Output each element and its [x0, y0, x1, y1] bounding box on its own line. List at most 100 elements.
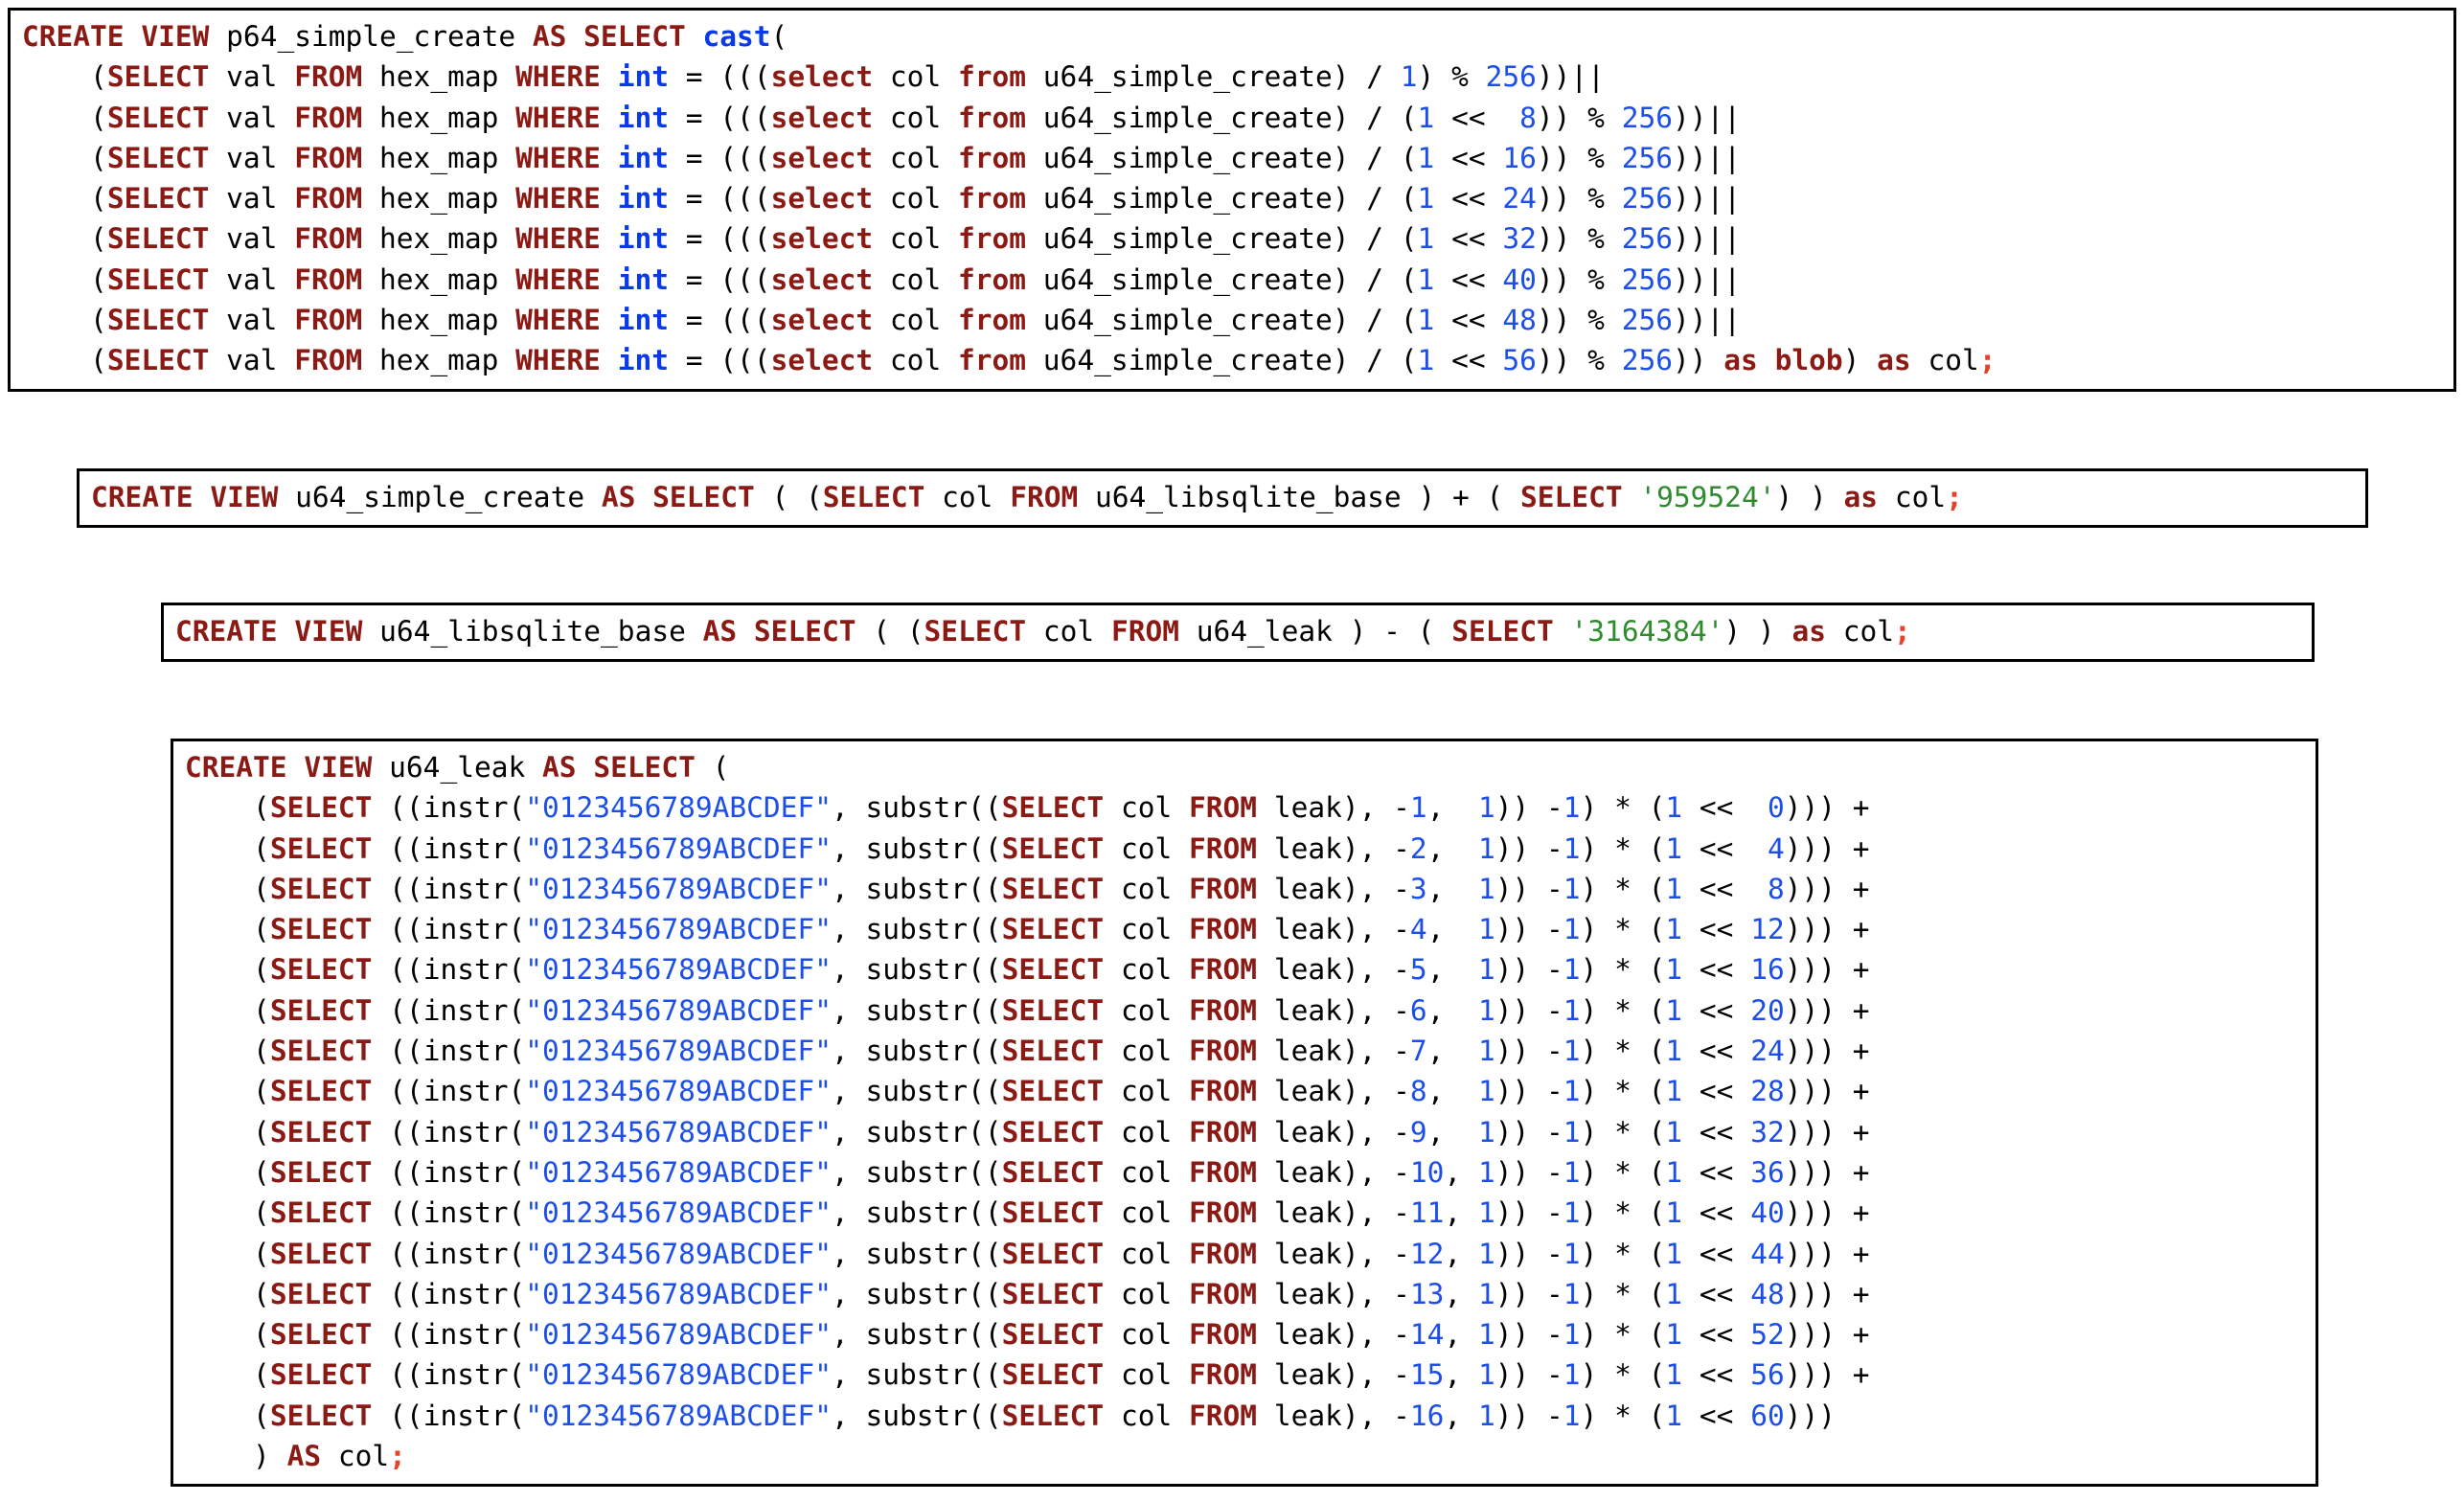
sql-punctuation: (	[508, 953, 526, 987]
sql-number: 1	[1665, 831, 1683, 865]
code-line: (SELECT val FROM hex_map WHERE int = (((…	[22, 340, 2444, 380]
sql-keyword: SELECT	[269, 831, 373, 865]
sql-string-literal: '3164384'	[1570, 615, 1724, 648]
sql-punctuation: ))) +	[1784, 791, 1870, 825]
sql-punctuation	[1104, 832, 1121, 865]
sql-punctuation: ) * (	[1580, 953, 1666, 987]
code-line: (SELECT ((instr("0123456789ABCDEF", subs…	[185, 1112, 2306, 1152]
sql-punctuation	[1257, 1196, 1274, 1229]
sql-identifier: substr	[865, 1075, 969, 1108]
sql-number: 9	[1409, 1115, 1427, 1149]
sql-punctuation: ) * (	[1580, 1318, 1666, 1352]
sql-identifier: val	[226, 141, 278, 174]
sql-punctuation: )) -	[1494, 1155, 1563, 1189]
sql-punctuation: (	[508, 872, 526, 905]
sql-punctuation: ,	[1426, 831, 1478, 865]
code-line: (SELECT ((instr("0123456789ABCDEF", subs…	[185, 1193, 2306, 1233]
sql-keyword: SELECT	[269, 993, 373, 1027]
sql-keyword: CREATE	[185, 751, 287, 784]
sql-punctuation: )) %	[1536, 101, 1622, 134]
sql-number: 1	[1665, 913, 1683, 946]
sql-double-quoted-string: "0123456789ABCDEF"	[525, 1358, 832, 1392]
sql-number: 1	[1417, 344, 1435, 377]
sql-number: 32	[1750, 1115, 1785, 1149]
sql-punctuation: (	[185, 1196, 270, 1230]
sql-punctuation	[1172, 1400, 1189, 1432]
sql-keyword: SELECT	[1001, 1399, 1105, 1432]
sql-keyword: FROM	[1189, 913, 1258, 946]
sql-punctuation	[1623, 481, 1640, 513]
sql-double-quoted-string: "0123456789ABCDEF"	[525, 1318, 832, 1352]
sql-keyword: SELECT	[269, 1155, 373, 1189]
sql-punctuation: = (((	[669, 60, 771, 94]
sql-number: 48	[1750, 1277, 1785, 1310]
code-line: CREATE VIEW u64_libsqlite_base AS SELECT…	[175, 611, 2302, 651]
sql-number: 40	[1750, 1196, 1785, 1230]
sql-number: 12	[1750, 913, 1785, 946]
sql-punctuation	[1257, 1400, 1274, 1432]
sql-number: 16	[1409, 1399, 1445, 1432]
sql-punctuation: (	[508, 1075, 526, 1108]
sql-keyword: FROM	[1010, 481, 1079, 513]
sql-identifier: p64_simple_create	[226, 20, 516, 53]
sql-number: 1	[1665, 1277, 1683, 1310]
sql-keyword: VIEW	[294, 615, 363, 648]
sql-identifier: col	[942, 481, 993, 513]
sql-builtin-keyword: int	[617, 262, 669, 296]
sql-punctuation	[498, 222, 515, 255]
sql-number: 3	[1409, 872, 1427, 905]
sql-punctuation: ((	[372, 1075, 423, 1108]
sql-identifier: substr	[865, 791, 969, 825]
code-line: (SELECT ((instr("0123456789ABCDEF", subs…	[185, 909, 2306, 949]
code-line: (SELECT ((instr("0123456789ABCDEF", subs…	[185, 869, 2306, 909]
sql-number: 1	[1477, 1237, 1495, 1270]
sql-number: 20	[1750, 993, 1785, 1027]
sql-punctuation: <<	[1434, 222, 1503, 256]
sql-keyword: SELECT	[1001, 1196, 1105, 1230]
sql-punctuation: )) -	[1494, 913, 1563, 946]
sql-punctuation: ), -	[1341, 1318, 1410, 1352]
sql-punctuation	[873, 182, 890, 215]
sql-identifier: leak	[1273, 1318, 1342, 1352]
sql-punctuation: ((	[372, 1318, 423, 1352]
sql-number: 1	[1563, 831, 1581, 865]
sql-keyword: SELECT	[106, 101, 210, 134]
sql-punctuation	[1026, 142, 1043, 174]
sql-number: 1	[1400, 60, 1418, 94]
sql-identifier: col	[1120, 791, 1173, 825]
sql-punctuation: ) /	[1332, 60, 1401, 94]
sql-punctuation: ) * (	[1580, 1075, 1666, 1108]
sql-punctuation: (	[508, 1196, 526, 1230]
sql-builtin-keyword: int	[617, 141, 669, 174]
sql-punctuation	[362, 615, 379, 648]
sql-punctuation: (	[185, 1035, 270, 1068]
code-block-u64-simple-create: CREATE VIEW u64_simple_create AS SELECT …	[77, 468, 2368, 529]
sql-punctuation: )) -	[1494, 831, 1563, 865]
sql-punctuation: ) * (	[1580, 993, 1666, 1027]
sql-punctuation	[1826, 615, 1843, 648]
sql-punctuation	[873, 344, 890, 376]
sql-punctuation: ((	[968, 791, 1002, 825]
sql-punctuation: )) -	[1494, 872, 1563, 905]
sql-punctuation: ))) +	[1784, 1358, 1870, 1392]
sql-punctuation	[601, 222, 618, 255]
sql-identifier: u64_leak	[389, 751, 526, 784]
sql-punctuation: (	[185, 872, 270, 905]
sql-punctuation: ))) +	[1784, 1115, 1870, 1149]
sql-identifier: col	[889, 101, 942, 134]
sql-keyword: SELECT	[1001, 872, 1105, 905]
sql-identifier: col	[889, 182, 942, 216]
sql-punctuation	[1172, 1238, 1189, 1270]
sql-punctuation: ))) +	[1784, 872, 1870, 905]
sql-punctuation: ((	[372, 913, 423, 946]
sql-identifier: hex_map	[379, 60, 499, 94]
sql-punctuation: ), -	[1341, 872, 1410, 905]
sql-punctuation: ))||	[1673, 262, 1742, 296]
sql-number: 1	[1477, 913, 1495, 946]
code-line: (SELECT val FROM hex_map WHERE int = (((…	[22, 260, 2444, 300]
sql-punctuation	[209, 182, 226, 215]
sql-punctuation	[1104, 791, 1121, 824]
sql-punctuation	[601, 142, 618, 174]
sql-semicolon: ;	[1978, 344, 1996, 377]
sql-punctuation: ,	[1444, 1399, 1478, 1432]
